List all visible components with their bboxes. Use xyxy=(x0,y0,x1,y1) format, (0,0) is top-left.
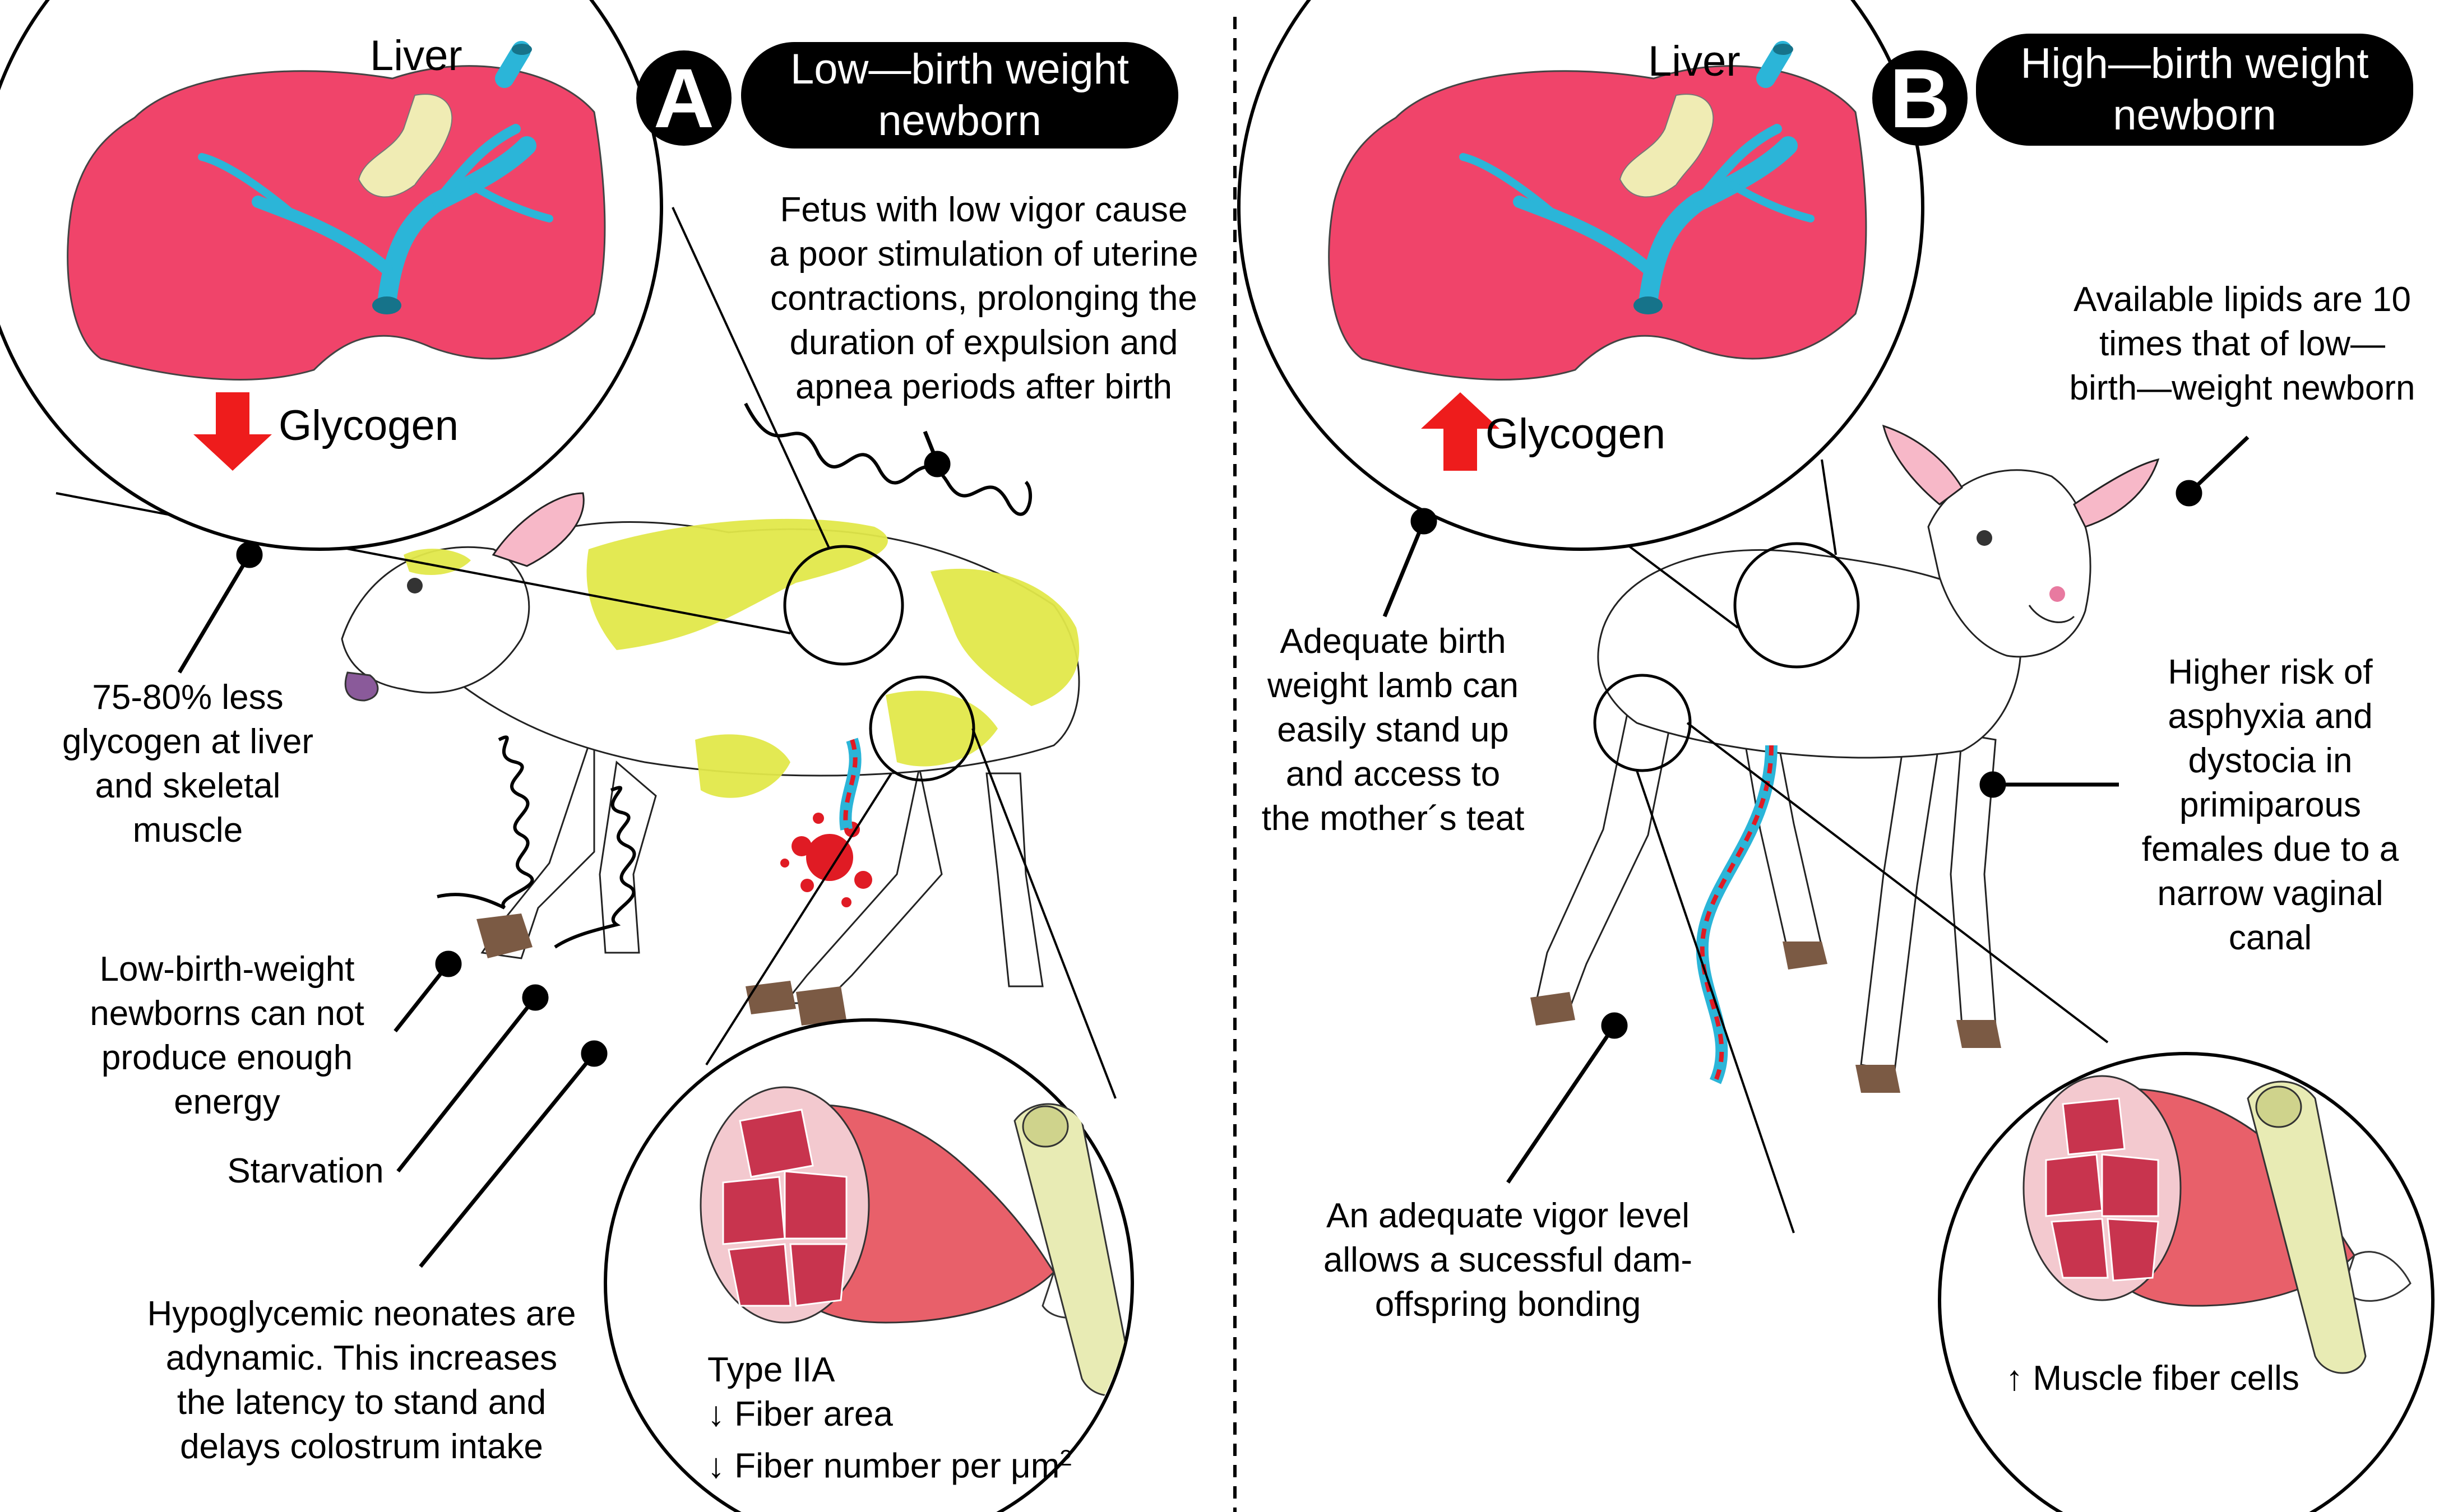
glycogen-up-arrow xyxy=(1421,392,1499,471)
risk-text-line: narrow vaginal xyxy=(2157,874,2383,913)
fiber-stats-text: Type IIA ↓ Fiber area ↓ Fiber number per… xyxy=(707,1348,1145,1488)
stand-text-line: easily stand up xyxy=(1277,711,1509,749)
risk-text-line: Higher risk of xyxy=(2168,653,2373,692)
muscle-fiber-cells-text: ↑ Muscle fiber cells xyxy=(2006,1359,2299,1398)
liver-focus-ring-b xyxy=(1733,542,1860,669)
fetus-vigor-text: Fetus with low vigor cause a poor stimul… xyxy=(723,188,1244,409)
stand-text-line: and access to xyxy=(1285,755,1501,794)
panel-b-title-line-2: newborn xyxy=(2113,91,2276,139)
glycogen-down-arrow xyxy=(193,392,272,471)
liver-label-b: Liver xyxy=(1648,38,1741,85)
tongue xyxy=(344,671,379,702)
vigor-text-line: An adequate vigor level xyxy=(1326,1196,1690,1235)
liver-focus-ring xyxy=(783,545,904,666)
liver-b xyxy=(1328,65,1867,381)
glycogen-label-b: Glycogen xyxy=(1485,410,1666,458)
fiber-number-sup: 2 xyxy=(1059,1446,1072,1471)
panel-a-title: Low—birth weight newborn xyxy=(741,42,1178,149)
hepatic-vessels-a xyxy=(198,41,553,312)
fiber-number-text: ↓ Fiber number per μm xyxy=(707,1446,1060,1486)
hooves xyxy=(476,913,846,1026)
fetus-text-line: Fetus with low vigor cause xyxy=(780,191,1188,229)
energy-text: Low-birth-weight newborns can not produc… xyxy=(53,947,401,1124)
panel-a-letter: A xyxy=(636,50,732,146)
panel-b-letter: B xyxy=(1872,50,1968,146)
fetus-text-line: duration of expulsion and xyxy=(789,323,1178,362)
fetus-text-line: contractions, prolonging the xyxy=(770,279,1197,318)
glycogen-text-line: glycogen at liver xyxy=(62,722,314,761)
lipids-text-line: times that of low— xyxy=(2099,324,2385,363)
stand-text-line: weight lamb can xyxy=(1267,666,1519,705)
bone-b xyxy=(2247,1080,2367,1374)
vigor-text-line: allows a sucessful dam- xyxy=(1323,1241,1693,1279)
liver-label-a: Liver xyxy=(370,32,462,80)
muscle-focus-ring-b xyxy=(1593,674,1692,772)
glycogen-text-line: and skeletal xyxy=(95,767,281,805)
fiber-number-label: ↓ Fiber number per μm2 xyxy=(707,1436,1145,1488)
glycogen-deficit-text: 75-80% less glycogen at liver and skelet… xyxy=(39,675,336,852)
risk-text-line: asphyxia and xyxy=(2168,697,2373,736)
blood-spot xyxy=(780,813,872,907)
energy-text-line: produce enough xyxy=(101,1038,353,1077)
risk-text-line: primiparous xyxy=(2179,786,2361,824)
energy-text-line: newborns can not xyxy=(90,994,364,1033)
panel-b-title: High—birth weight newborn xyxy=(1976,34,2413,146)
glycogen-text-line: 75-80% less xyxy=(92,678,284,717)
fetus-text-line: a poor stimulation of uterine xyxy=(769,235,1198,273)
callout-pointers xyxy=(177,430,2250,1268)
glycogen-label-a: Glycogen xyxy=(279,402,459,449)
hypoglycemic-text-line: adynamic. This increases xyxy=(165,1339,558,1378)
shiver-lines xyxy=(437,402,1032,949)
panel-b-title-line-1: High—birth weight xyxy=(2020,40,2369,87)
liver-a xyxy=(67,65,606,381)
risk-text-line: dystocia in xyxy=(2188,741,2353,780)
hypoglycemic-text-line: the latency to stand and xyxy=(177,1383,547,1422)
hypoglycemic-text: Hypoglycemic neonates are adynamic. This… xyxy=(123,1292,600,1469)
stand-text-line: Adequate birth xyxy=(1280,622,1506,661)
panel-a-title-line-1: Low—birth weight xyxy=(790,45,1130,93)
bone-a xyxy=(1013,1103,1132,1397)
fiber-type-label: Type IIA xyxy=(707,1351,835,1389)
energy-text-line: Low-birth-weight xyxy=(99,950,355,989)
stand-text-line: the mother´s teat xyxy=(1261,799,1525,838)
lamb-eye xyxy=(407,578,423,593)
vigor-text-line: offspring bonding xyxy=(1374,1285,1641,1324)
umbilical-cord-b xyxy=(1696,745,1778,1084)
energy-text-line: energy xyxy=(174,1083,280,1121)
stand-up-text: Adequate birth weight lamb can easily st… xyxy=(1244,619,1542,841)
lipids-text: Available lipids are 10 times that of lo… xyxy=(2040,277,2444,410)
hypoglycemic-text-line: delays colostrum intake xyxy=(180,1427,543,1466)
glycogen-text-line: muscle xyxy=(132,811,243,850)
gallbladder-a xyxy=(358,94,453,198)
risk-text-line: canal xyxy=(2228,919,2312,957)
starvation-text: Starvation xyxy=(227,1152,384,1190)
panel-a-title-line-2: newborn xyxy=(878,97,1042,145)
vigor-text: An adequate vigor level allows a sucessf… xyxy=(1289,1194,1727,1327)
fetus-text-line: apnea periods after birth xyxy=(795,368,1173,406)
risk-text-line: females due to a xyxy=(2141,830,2399,869)
lipids-text-line: Available lipids are 10 xyxy=(2073,280,2412,319)
hypoglycemic-text-line: Hypoglycemic neonates are xyxy=(147,1295,576,1333)
risk-text: Higher risk of asphyxia and dystocia in … xyxy=(2130,650,2410,960)
lipids-text-line: birth—weight newborn xyxy=(2069,369,2415,407)
fiber-area-label: ↓ Fiber area xyxy=(707,1395,893,1434)
